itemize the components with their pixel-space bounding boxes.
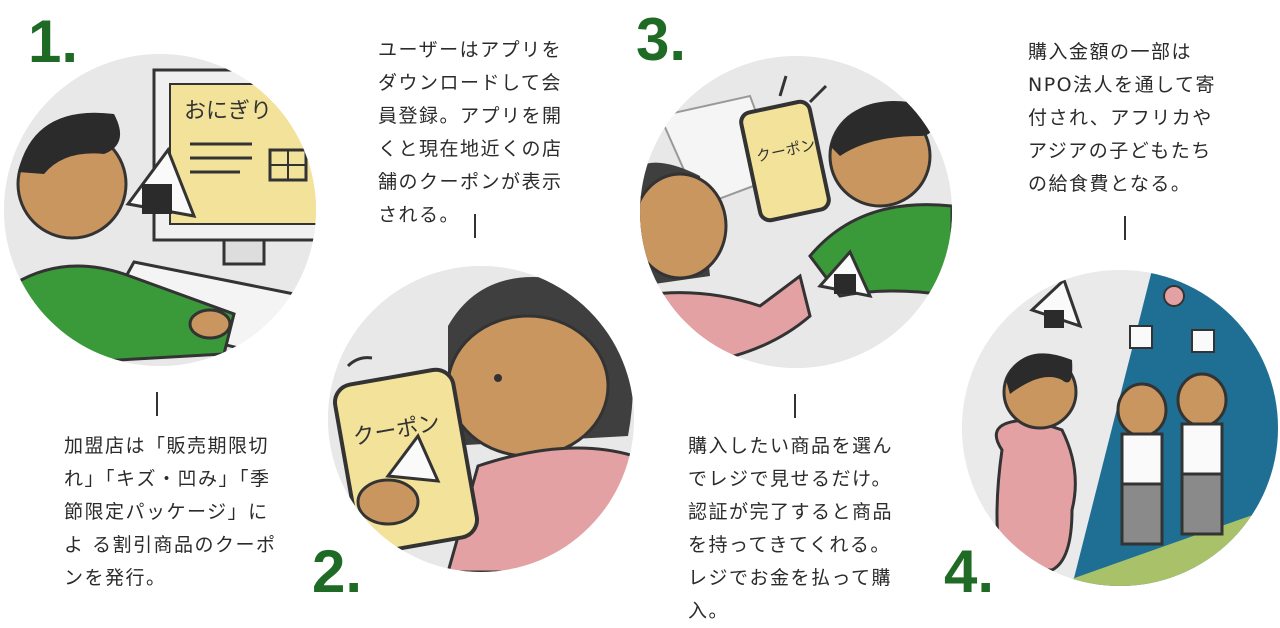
step-2-drawing: クーポン bbox=[328, 266, 634, 572]
step-1-drawing: おにぎり bbox=[4, 54, 316, 366]
step-2-illustration: クーポン bbox=[328, 266, 634, 572]
step-2-connector bbox=[474, 214, 476, 238]
step-2-number: 2. bbox=[312, 538, 363, 605]
step-4-drawing bbox=[962, 270, 1278, 586]
step-3-description: 購入したい商品を選んでレジで見せるだけ。認証が完了すると商品を持ってきてくれる。… bbox=[688, 435, 894, 622]
step-3-connector bbox=[794, 394, 796, 418]
onigiri-label: おにぎり bbox=[184, 99, 272, 124]
step-3-drawing: クーポン bbox=[640, 56, 952, 368]
step-2-description: ユーザーはアプリをダウンロードして会員登録。アプリを開くと現在地近くの店舗のクー… bbox=[378, 39, 563, 226]
step-4-illustration bbox=[962, 270, 1278, 586]
step-4-connector bbox=[1124, 216, 1126, 240]
step-1-illustration: おにぎり bbox=[4, 54, 316, 366]
step-4-description: 購入金額の一部はNPO法人を通して寄付され、アフリカやアジアの子どもたちの給食費… bbox=[1028, 41, 1217, 195]
step-1-description: 加盟店は「販売期限切れ」「キズ・凹み」「季節限定パッケージ」によ る割引商品のク… bbox=[64, 435, 277, 589]
step-3-illustration: クーポン bbox=[640, 56, 952, 368]
step-4-number: 4. bbox=[944, 538, 995, 605]
step-1-connector bbox=[156, 392, 158, 416]
